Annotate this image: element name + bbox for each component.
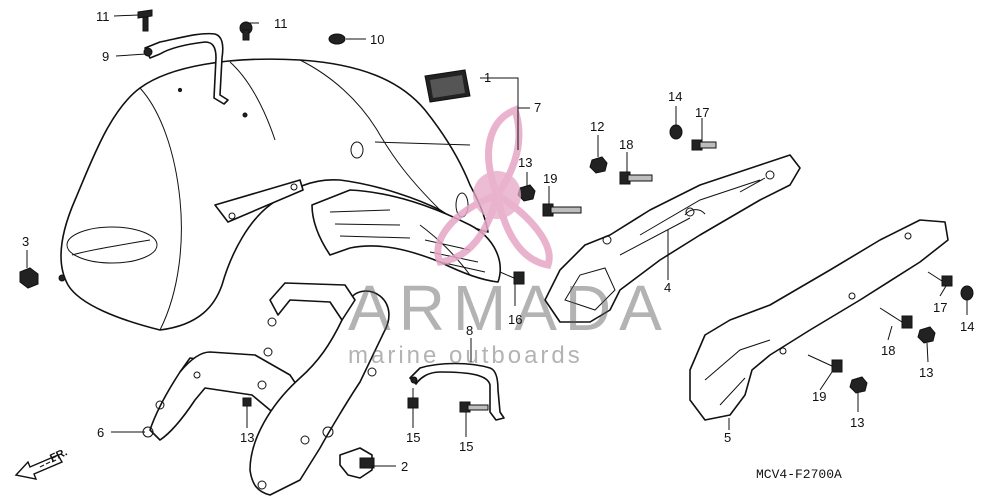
watermark: ARMADA marine outboards: [348, 105, 670, 369]
harness-bracket: [137, 9, 253, 105]
callout-9: 9: [102, 49, 109, 64]
callout-14: 14: [668, 89, 682, 104]
mount-bracket: [339, 447, 375, 479]
callout-14: 14: [960, 319, 974, 334]
callout-16: 16: [508, 312, 522, 327]
callout-13: 13: [850, 415, 864, 430]
small-bracket: [409, 362, 505, 421]
callout-12: 13: [240, 430, 254, 445]
callout-19: 19: [543, 171, 557, 186]
callout-13: 13: [919, 365, 933, 380]
callout-13: 13: [518, 155, 532, 170]
leader-lines: [26, 14, 968, 467]
rear-reflector: [424, 69, 471, 103]
callout-2: 2: [401, 459, 408, 474]
upper-chain-guard: [544, 154, 801, 323]
callout-17: 17: [695, 105, 709, 120]
callout-13: 12: [590, 119, 604, 134]
front-direction-arrow: FR.: [14, 446, 69, 480]
callout-1: 1: [484, 70, 491, 85]
callout-3: 3: [22, 234, 29, 249]
callout-5: 5: [724, 430, 731, 445]
callout-6: 6: [97, 425, 104, 440]
callout-15: 15: [459, 439, 473, 454]
lower-chain-guard: [689, 219, 949, 421]
callout-18: 18: [619, 137, 633, 152]
callout-8: 8: [466, 323, 473, 338]
fasteners: [19, 124, 974, 418]
callout-18: 18: [881, 343, 895, 358]
callout-11: 11: [96, 9, 110, 24]
callout-4: 4: [664, 280, 671, 295]
callout-17: 17: [933, 300, 947, 315]
rear-fender: [58, 58, 489, 331]
watermark-tagline: marine outboards: [348, 342, 583, 369]
callout-19: 19: [812, 389, 826, 404]
rear-fender-stay: [142, 282, 390, 496]
callout-10: 10: [370, 32, 384, 47]
callout-11: 11: [274, 16, 288, 31]
grommet: [328, 33, 346, 45]
callout-labels: 11 11 9 10 1 7 12 18 14 17 13 19 3 4 16 …: [22, 9, 974, 474]
diagram-code: MCV4-F2700A: [756, 467, 842, 482]
watermark-brand: ARMADA: [348, 272, 670, 344]
callout-7: 7: [534, 100, 541, 115]
front-label: FR.: [48, 446, 69, 464]
callout-15: 15: [406, 430, 420, 445]
